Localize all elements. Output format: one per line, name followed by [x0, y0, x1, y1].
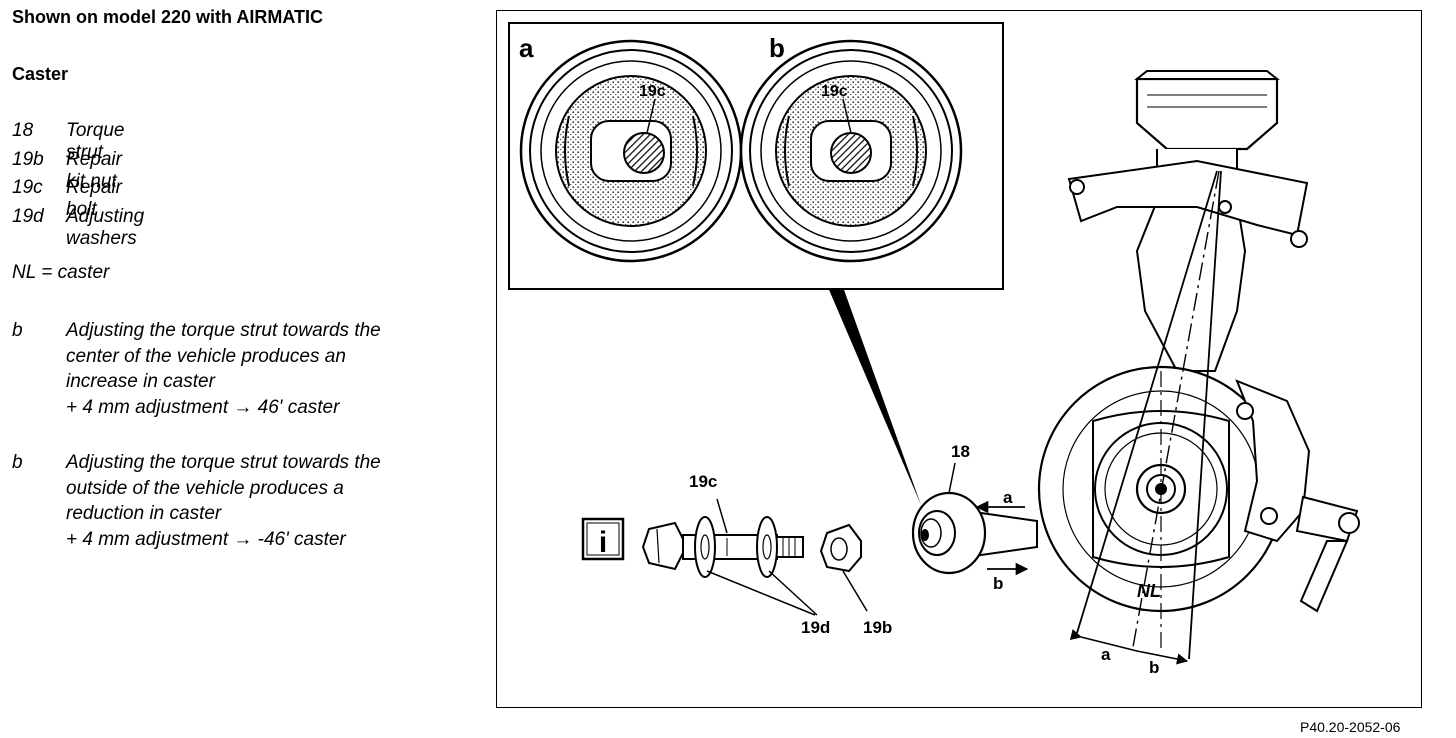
bolt-label-inset-b: 19c	[821, 83, 848, 100]
info-icon-glyph: i	[599, 526, 607, 559]
bushing-b: 19c	[739, 39, 963, 263]
inset-label-b: b	[769, 33, 785, 63]
note-line: Adjusting the torque strut towards the	[66, 320, 381, 341]
section-heading: Caster	[12, 64, 69, 84]
nl-definition: NL = caster	[12, 262, 110, 283]
note-line: center of the vehicle produces an	[66, 345, 346, 367]
legend-label: Repair kit nut	[66, 148, 122, 192]
repair-bolt: 19c 19d	[641, 472, 830, 637]
figure-reference: P40.20-2052-06	[1300, 719, 1401, 735]
info-icon: i	[581, 517, 625, 561]
nut-label: 19b	[863, 618, 892, 637]
legend-key: 19d	[12, 205, 44, 227]
angle-a-label: a	[1101, 645, 1111, 664]
arrow-b-label: b	[993, 574, 1003, 593]
note-line: reduction in caster	[66, 503, 222, 524]
note-key: b	[12, 452, 23, 473]
legend-label: Torque strut	[66, 120, 125, 163]
note-line: + 4 mm adjustment → -46' caster	[66, 528, 346, 550]
repair-kit-nut: 19b	[819, 523, 892, 637]
legend-label: Adjusting washers	[66, 205, 145, 249]
inset-detail: a b 19c 19c	[508, 22, 1004, 290]
legend-label: Repair bolt	[66, 177, 122, 220]
strut-label: 18	[951, 442, 970, 461]
note-line: increase in caster	[66, 371, 215, 392]
note-line: + 4 mm adjustment → 46' caster	[66, 396, 340, 418]
legend-key: 19c	[12, 177, 43, 198]
legend-key: 19b	[12, 148, 44, 170]
torque-strut: 18 a b	[911, 442, 1038, 593]
bolt-label-inset-a: 19c	[639, 83, 666, 100]
caster-label: NL	[1137, 581, 1161, 601]
inset-label-a: a	[519, 33, 534, 63]
washers-label: 19d	[801, 618, 830, 637]
wheel-assembly: NL a b	[1037, 70, 1360, 677]
angle-b-label: b	[1149, 658, 1159, 677]
note-line: outside of the vehicle produces a	[66, 477, 344, 499]
arrow-a-label: a	[1003, 488, 1013, 507]
suspension-diagram: a b 19c 19c	[496, 10, 1422, 708]
note-key: b	[12, 320, 23, 341]
bolt-label: 19c	[689, 472, 717, 491]
inset-pointer	[827, 285, 921, 505]
legend-key: 18	[12, 120, 34, 141]
bushing-a: 19c	[519, 39, 743, 263]
note-line: Adjusting the torque strut towards the	[66, 452, 381, 473]
page-title: Shown on model 220 with AIRMATIC	[12, 7, 324, 27]
